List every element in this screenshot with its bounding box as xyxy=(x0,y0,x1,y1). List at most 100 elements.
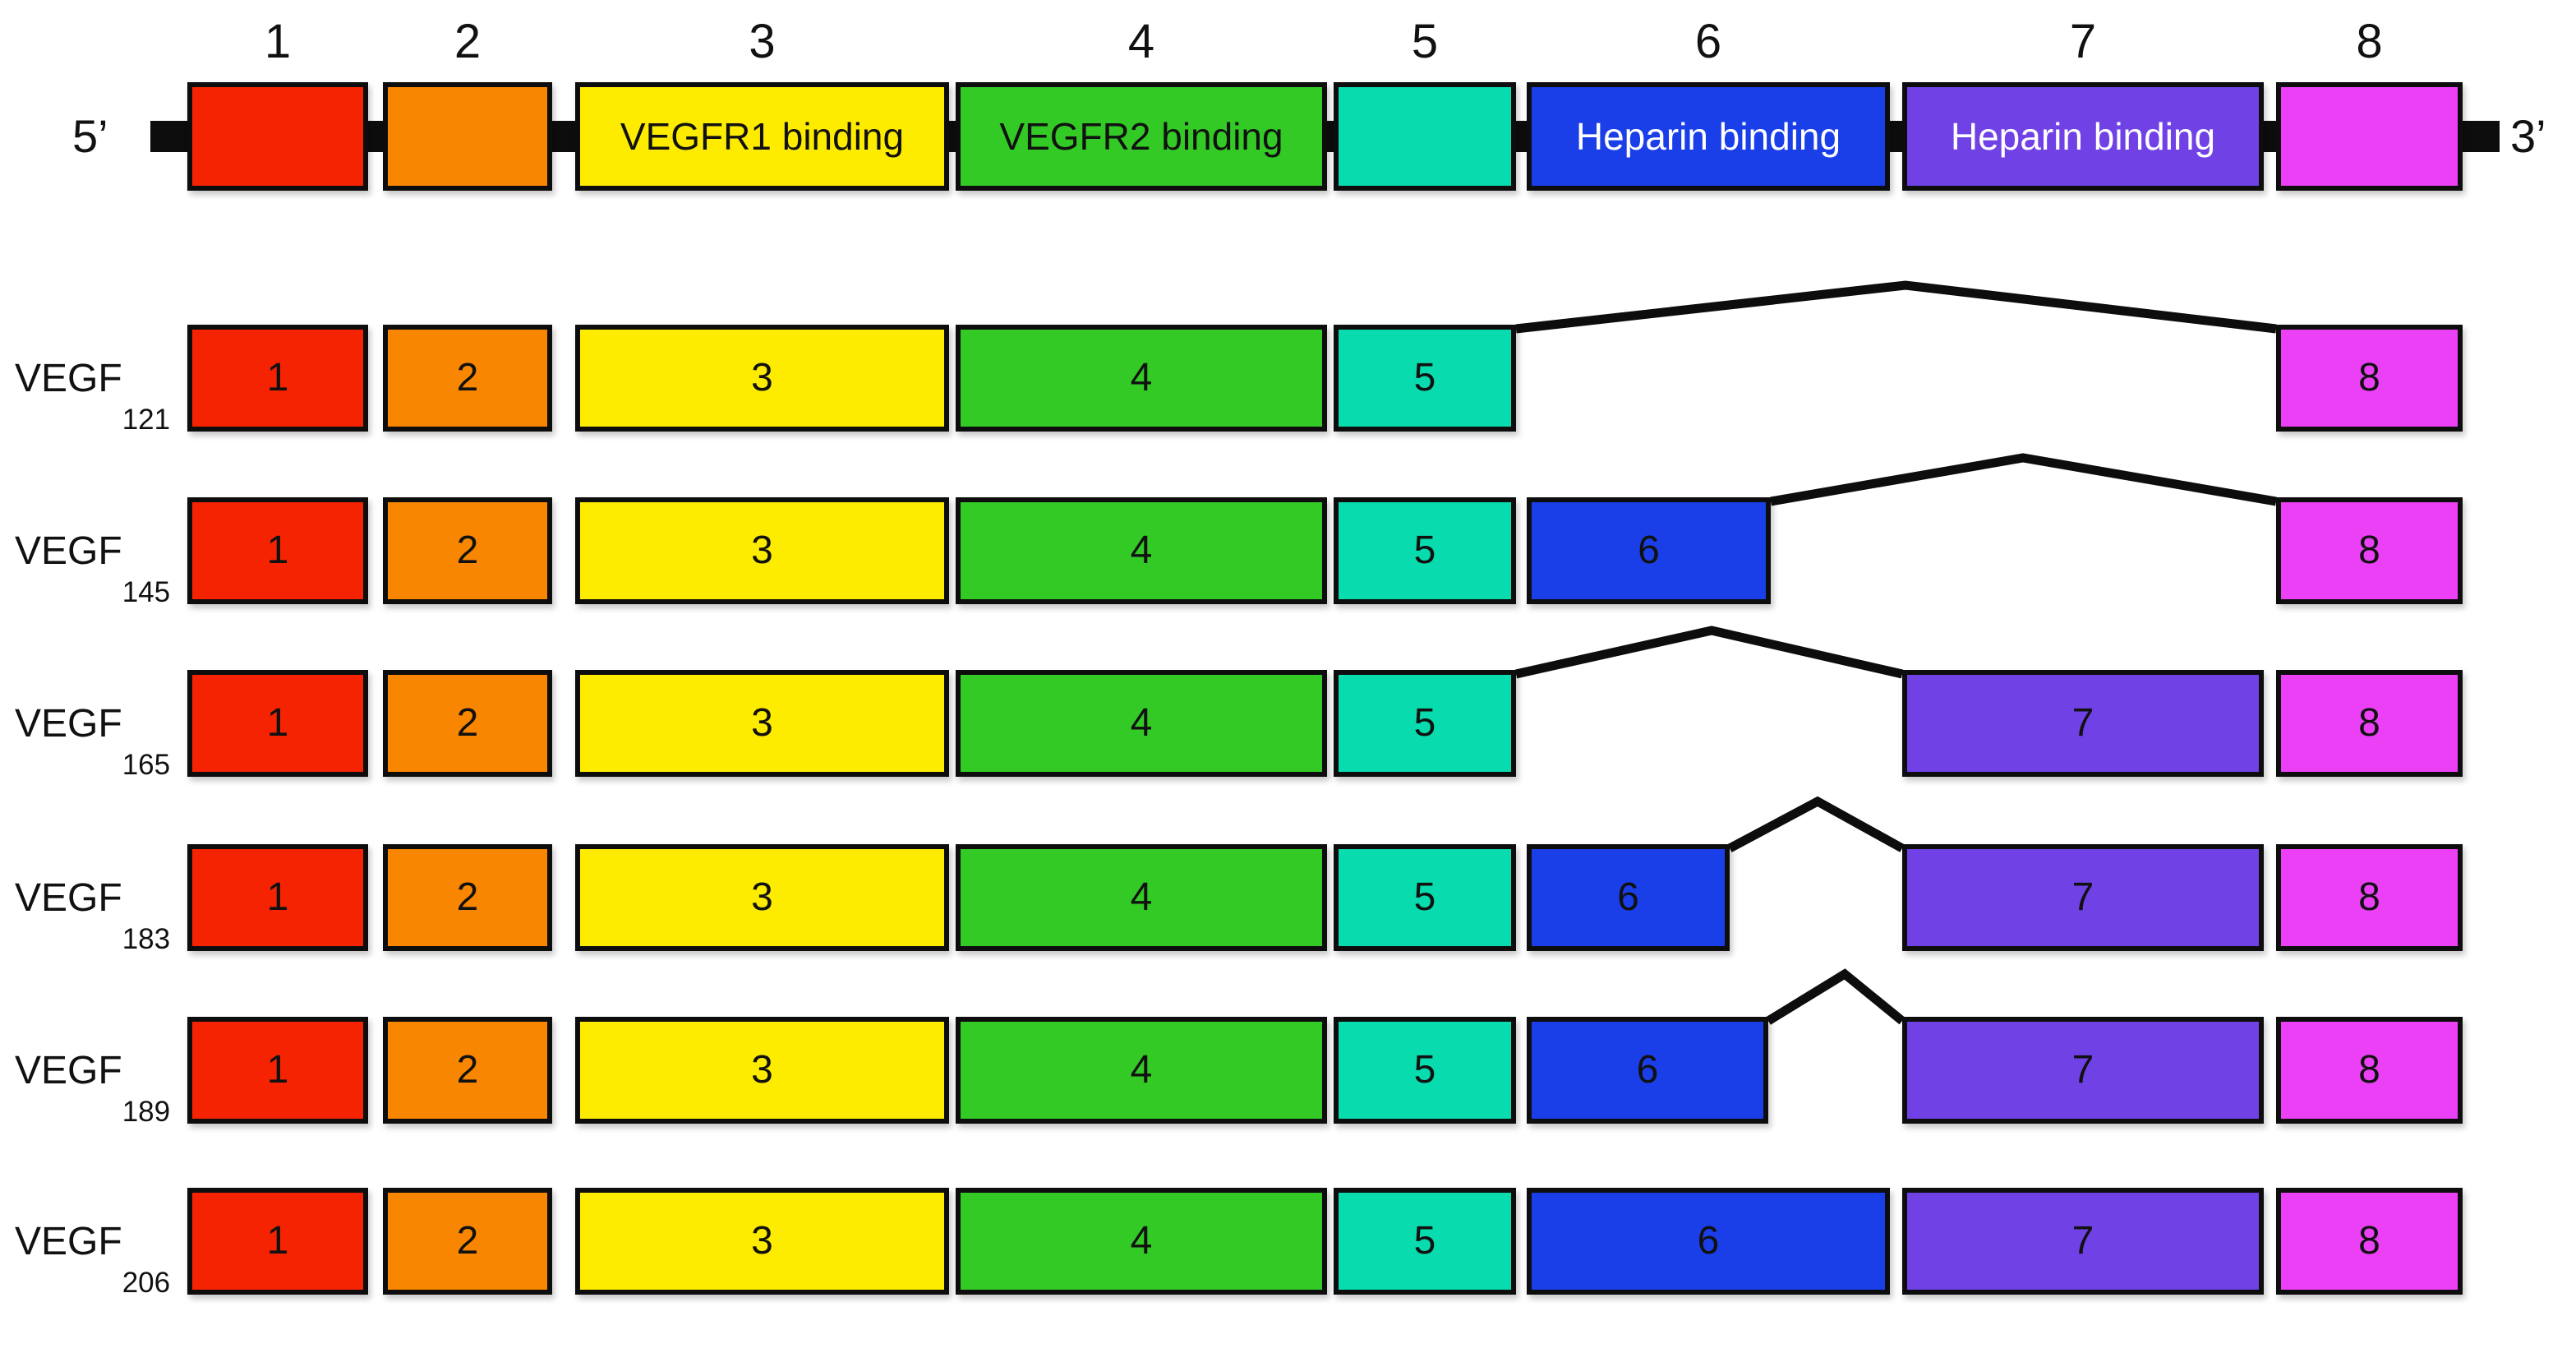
isoform-145-exon-1: 1 xyxy=(187,497,368,604)
splice-line-121 xyxy=(1515,280,2277,334)
gene-exon-box-3: VEGFR1 binding xyxy=(575,82,949,191)
isoform-183-exon-5: 5 xyxy=(1334,844,1516,951)
isoform-subscript: 145 xyxy=(122,576,171,608)
isoform-name: VEGF xyxy=(15,701,122,746)
isoform-189-exon-1: 1 xyxy=(187,1017,368,1124)
isoform-206-exon-3: 3 xyxy=(575,1188,949,1295)
isoform-121-exon-5: 5 xyxy=(1334,325,1516,432)
gene-exon-6-binding-label: Heparin binding xyxy=(1575,115,1841,158)
exon-number: 1 xyxy=(266,875,289,919)
gene-exon-box-6: Heparin binding xyxy=(1527,82,1890,191)
isoform-183-exon-1: 1 xyxy=(187,844,368,951)
gene-exon-box-1 xyxy=(187,82,368,191)
splice-line-183 xyxy=(1727,796,1905,852)
isoform-189-exon-5: 5 xyxy=(1334,1017,1516,1124)
exon-number: 2 xyxy=(456,529,479,572)
gene-exon-number-2: 2 xyxy=(454,15,482,68)
exon-number: 6 xyxy=(1636,1048,1659,1092)
exon-number: 3 xyxy=(751,529,773,572)
isoform-206-exon-2: 2 xyxy=(383,1188,552,1295)
isoform-206-exon-4: 4 xyxy=(956,1188,1327,1295)
isoform-145-exon-5: 5 xyxy=(1334,497,1516,604)
gene-exon-number-7: 7 xyxy=(2069,15,2097,68)
exon-number: 4 xyxy=(1130,356,1153,399)
isoform-subscript: 206 xyxy=(122,1267,171,1299)
exon-number: 5 xyxy=(1413,875,1436,919)
exon-number: 8 xyxy=(2358,356,2380,399)
exon-number: 5 xyxy=(1413,356,1436,399)
isoform-subscript: 189 xyxy=(122,1096,171,1128)
isoform-206-exon-5: 5 xyxy=(1334,1188,1516,1295)
gene-exon-3-binding-label: VEGFR1 binding xyxy=(620,115,905,158)
isoform-145-exon-6: 6 xyxy=(1527,497,1771,604)
gene-exon-box-7: Heparin binding xyxy=(1902,82,2264,191)
exon-number: 2 xyxy=(456,1048,479,1092)
gene-exon-box-4: VEGFR2 binding xyxy=(956,82,1327,191)
exon-number: 1 xyxy=(266,1219,289,1263)
isoform-121-exon-3: 3 xyxy=(575,325,949,432)
isoform-subscript: 183 xyxy=(122,923,171,955)
exon-number: 4 xyxy=(1130,875,1153,919)
gene-exon-number-3: 3 xyxy=(749,15,776,68)
isoform-121-exon-4: 4 xyxy=(956,325,1327,432)
three-prime-label: 3’ xyxy=(2510,110,2546,162)
exon-number: 5 xyxy=(1413,1219,1436,1263)
gene-exon-number-8: 8 xyxy=(2356,15,2383,68)
isoform-name: VEGF xyxy=(15,356,122,400)
isoform-name: VEGF xyxy=(15,875,122,920)
isoform-189-exon-7: 7 xyxy=(1902,1017,2264,1124)
exon-number: 4 xyxy=(1130,701,1153,745)
exon-number: 3 xyxy=(751,1219,773,1263)
isoform-183-exon-3: 3 xyxy=(575,844,949,951)
isoform-206-exon-7: 7 xyxy=(1902,1188,2264,1295)
exon-number: 6 xyxy=(1617,875,1639,919)
exon-number: 7 xyxy=(2071,875,2094,919)
exon-number: 8 xyxy=(2358,1219,2380,1263)
exon-number: 3 xyxy=(751,1048,773,1092)
gene-exon-7-binding-label: Heparin binding xyxy=(1950,115,2216,158)
exon-number: 7 xyxy=(2071,701,2094,745)
splice-line-189 xyxy=(1766,968,1906,1025)
exon-number: 8 xyxy=(2358,1048,2380,1092)
isoform-subscript: 121 xyxy=(122,404,171,436)
isoform-206-exon-1: 1 xyxy=(187,1188,368,1295)
isoform-165-exon-1: 1 xyxy=(187,670,368,777)
isoform-165-exon-8: 8 xyxy=(2276,670,2463,777)
exon-number: 5 xyxy=(1413,529,1436,572)
isoform-189-exon-4: 4 xyxy=(956,1017,1327,1124)
isoform-189-exon-6: 6 xyxy=(1527,1017,1768,1124)
isoform-165-exon-7: 7 xyxy=(1902,670,2264,777)
isoform-name: VEGF xyxy=(15,1048,122,1092)
exon-number: 5 xyxy=(1413,701,1436,745)
five-prime-label: 5’ xyxy=(72,110,108,162)
exon-number: 3 xyxy=(751,701,773,745)
exon-number: 1 xyxy=(266,356,289,399)
isoform-183-exon-7: 7 xyxy=(1902,844,2264,951)
exon-number: 1 xyxy=(266,701,289,745)
isoform-121-exon-1: 1 xyxy=(187,325,368,432)
gene-exon-number-5: 5 xyxy=(1411,15,1439,68)
exon-number: 7 xyxy=(2071,1048,2094,1092)
isoform-165-exon-3: 3 xyxy=(575,670,949,777)
gene-exon-number-6: 6 xyxy=(1694,15,1722,68)
isoform-name: VEGF xyxy=(15,529,122,573)
isoform-183-exon-4: 4 xyxy=(956,844,1327,951)
isoform-183-exon-8: 8 xyxy=(2276,844,2463,951)
gene-exon-number-1: 1 xyxy=(264,15,292,68)
gene-exon-box-2 xyxy=(383,82,552,191)
isoform-name: VEGF xyxy=(15,1219,122,1263)
exon-number: 2 xyxy=(456,356,479,399)
exon-number: 3 xyxy=(751,875,773,919)
gene-exon-box-8 xyxy=(2276,82,2463,191)
exon-number: 8 xyxy=(2358,529,2380,572)
exon-number: 2 xyxy=(456,1219,479,1263)
isoform-165-exon-4: 4 xyxy=(956,670,1327,777)
exon-number: 6 xyxy=(1638,529,1660,572)
